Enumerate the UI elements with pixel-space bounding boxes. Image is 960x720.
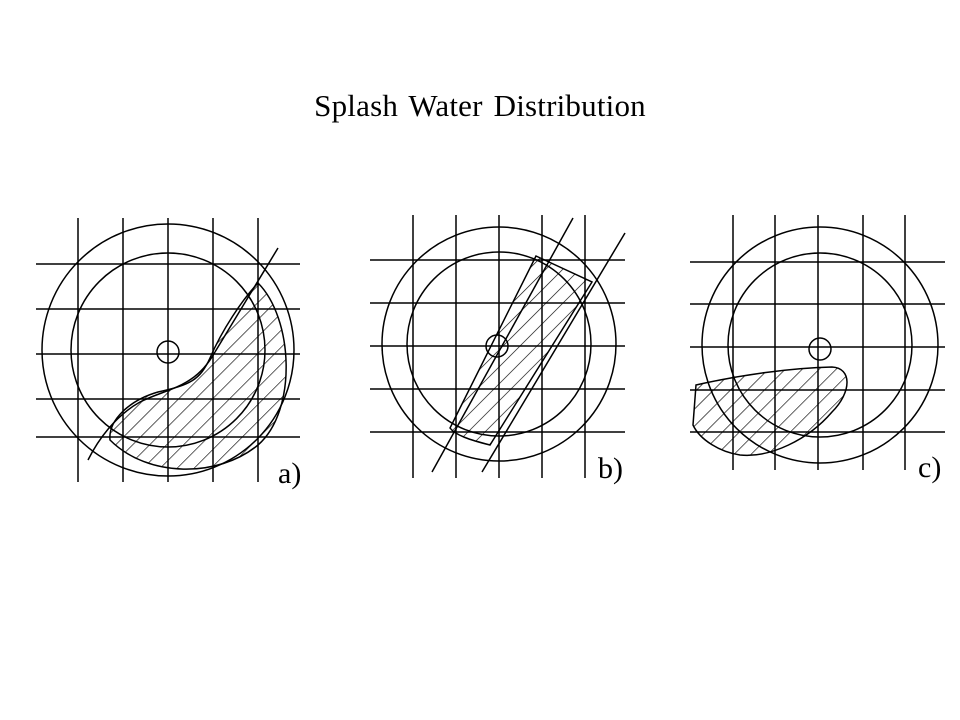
splash-zone-a xyxy=(109,281,287,470)
panel-b: b) xyxy=(370,215,626,485)
outer-circle-c xyxy=(701,226,939,464)
splash-zone-c xyxy=(692,366,848,457)
spray-boundary-a xyxy=(214,247,279,353)
panel-c: c) xyxy=(690,215,945,484)
panel-label-c: c) xyxy=(918,451,941,484)
slide-title: Splash Water Distribution xyxy=(314,88,646,123)
center-hub-c xyxy=(808,337,832,361)
spray-edge-left-b xyxy=(431,217,574,473)
grid-c xyxy=(690,215,945,470)
panel-label-b: b) xyxy=(598,452,623,485)
panel-label-a: a) xyxy=(278,457,301,490)
outer-circle-b xyxy=(381,226,617,462)
outer-circle-a xyxy=(41,223,295,477)
spray-edge-right-b xyxy=(481,232,626,473)
panel-a: a) xyxy=(36,218,301,490)
center-hub-a xyxy=(156,340,180,364)
inner-circle-b xyxy=(406,251,592,437)
spray-curve-a xyxy=(87,351,216,461)
inner-circle-c xyxy=(727,252,913,438)
splash-zone-b xyxy=(449,255,594,446)
